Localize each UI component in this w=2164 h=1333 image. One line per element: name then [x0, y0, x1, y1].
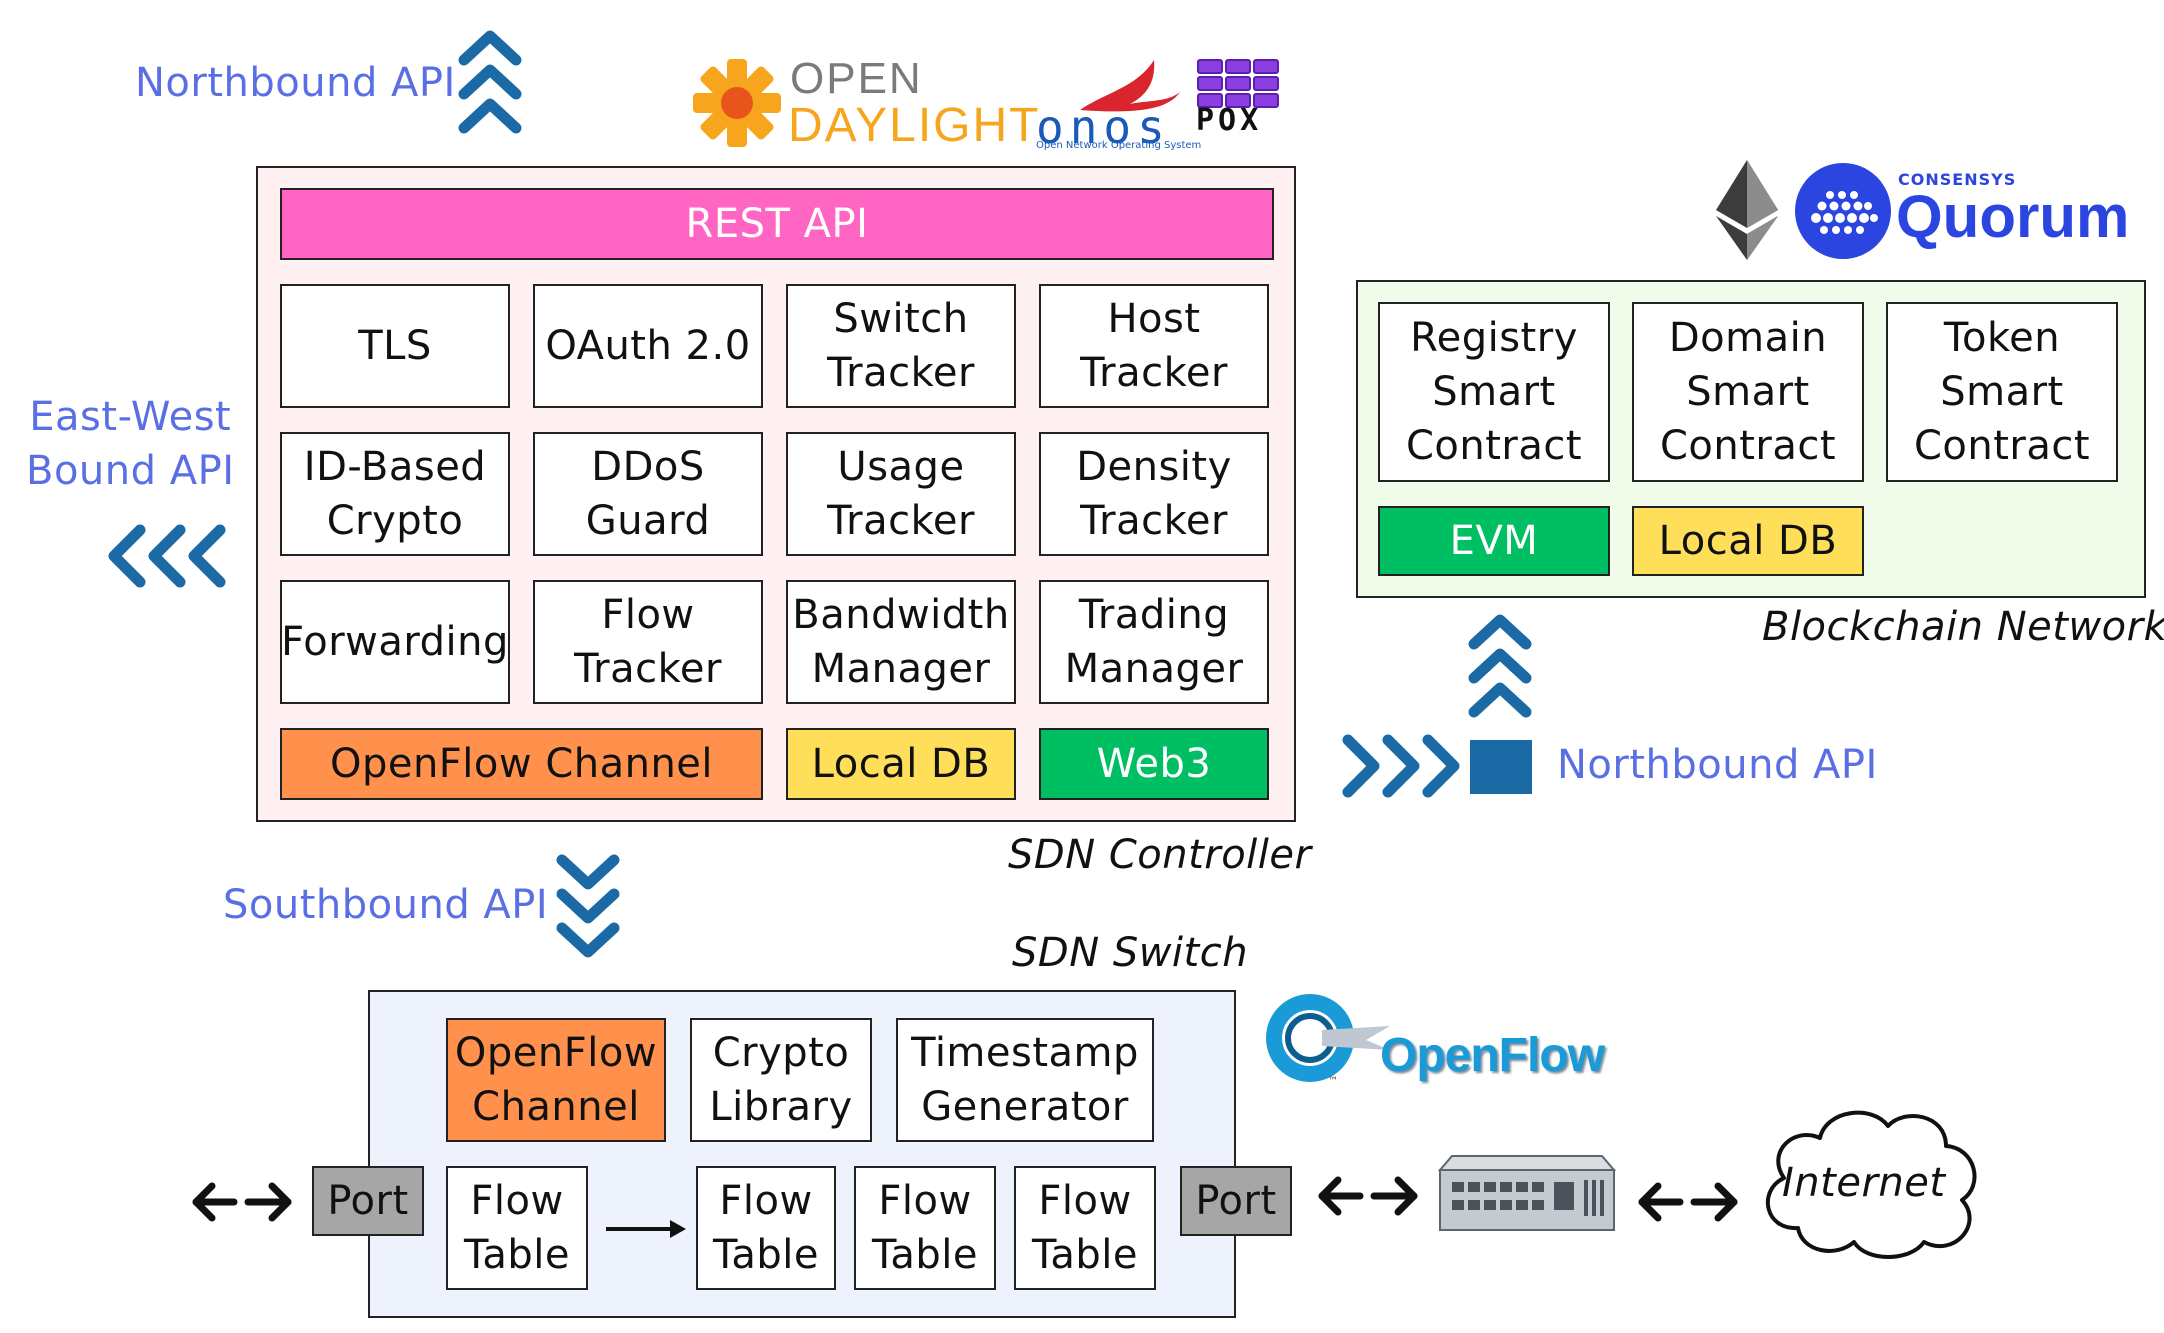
domain-smart-contract: Domain Smart Contract — [1632, 302, 1864, 482]
module-id-based-crypto: ID-Based Crypto — [280, 432, 510, 556]
onos-logo-subtitle: Open Network Operating System — [1036, 140, 1202, 151]
timestamp-generator: Timestamp Generator — [896, 1018, 1154, 1142]
svg-text:™: ™ — [1328, 1076, 1338, 1087]
chevron-up-icon — [458, 30, 522, 134]
port-left: Port — [312, 1166, 424, 1236]
consensys-logo-text: CONSENSYS — [1898, 170, 2017, 189]
chevron-right-icon — [1342, 734, 1460, 798]
opendaylight-logo-icon — [693, 59, 781, 147]
blockchain-network-caption: Blockchain Network — [1762, 604, 2164, 650]
sdn-controller-caption: SDN Controller — [1008, 832, 1312, 878]
pox-logo-icon — [1197, 59, 1279, 108]
openflow-logo-icon: ™ — [1266, 994, 1390, 1087]
onos-bird-icon — [1080, 60, 1180, 112]
module-ddos-guard: DDoS Guard — [533, 432, 763, 556]
module-tls: TLS — [280, 284, 510, 408]
internet-label: Internet — [1782, 1160, 1946, 1206]
module-density-tracker: Density Tracker — [1039, 432, 1269, 556]
flow-table-2: Flow Table — [696, 1166, 836, 1290]
ethereum-logo-icon — [1716, 160, 1778, 260]
bidirectional-arrow-left-icon — [192, 1182, 292, 1222]
internet-cloud-icon — [1766, 1110, 1977, 1259]
quorum-logo-text: Quorum — [1896, 183, 2130, 250]
flow-table-4: Flow Table — [1014, 1166, 1156, 1290]
registry-smart-contract: Registry Smart Contract — [1378, 302, 1610, 482]
northbound-api-label-right: Northbound API — [1557, 742, 1878, 788]
bidirectional-arrow-switch-icon — [1318, 1176, 1418, 1216]
module-switch-tracker: Switch Tracker — [786, 284, 1016, 408]
southbound-api-label: Southbound API — [223, 882, 549, 928]
flow-table-3: Flow Table — [854, 1166, 996, 1290]
pox-logo-text: POX — [1196, 103, 1263, 138]
chevron-down-icon — [556, 854, 620, 958]
switch-openflow-channel: OpenFlow Channel — [446, 1018, 666, 1142]
pipeline-arrow-icon — [606, 1220, 686, 1238]
module-forwarding: Forwarding — [280, 580, 510, 704]
module-usage-tracker: Usage Tracker — [786, 432, 1016, 556]
token-smart-contract: Token Smart Contract — [1886, 302, 2118, 482]
controller-local-db: Local DB — [786, 728, 1016, 800]
opendaylight-logo-text-daylight: DAYLIGHT — [788, 99, 1041, 152]
module-flow-tracker: Flow Tracker — [533, 580, 763, 704]
module-host-tracker: Host Tracker — [1039, 284, 1269, 408]
crypto-library: Crypto Library — [690, 1018, 872, 1142]
east-west-api-label: East-West Bound API — [26, 394, 235, 494]
module-bandwidth-manager: Bandwidth Manager — [786, 580, 1016, 704]
chevron-left-icon — [108, 524, 226, 588]
sdn-switch-caption: SDN Switch — [1012, 930, 1249, 976]
evm-box: EVM — [1378, 506, 1610, 576]
rest-api-bar: REST API — [280, 188, 1274, 260]
module-trading-manager: Trading Manager — [1039, 580, 1269, 704]
module-oauth: OAuth 2.0 — [533, 284, 763, 408]
openflow-logo-text: OpenFlow — [1380, 1029, 1605, 1082]
onos-logo-text: onos — [1036, 100, 1171, 154]
chevron-up-icon-blockchain — [1468, 614, 1532, 718]
blockchain-local-db: Local DB — [1632, 506, 1864, 576]
port-right: Port — [1180, 1166, 1292, 1236]
bidirectional-arrow-internet-icon — [1638, 1182, 1738, 1222]
quorum-logo-icon — [1795, 163, 1891, 259]
web3-box: Web3 — [1039, 728, 1269, 800]
opendaylight-logo-text-open: OPEN — [790, 54, 923, 103]
flow-table-1: Flow Table — [446, 1166, 588, 1290]
northbound-connector-square — [1470, 740, 1532, 794]
northbound-api-label-top: Northbound API — [135, 60, 456, 106]
network-switch-icon — [1437, 1155, 1617, 1231]
openflow-channel-bar: OpenFlow Channel — [280, 728, 763, 800]
